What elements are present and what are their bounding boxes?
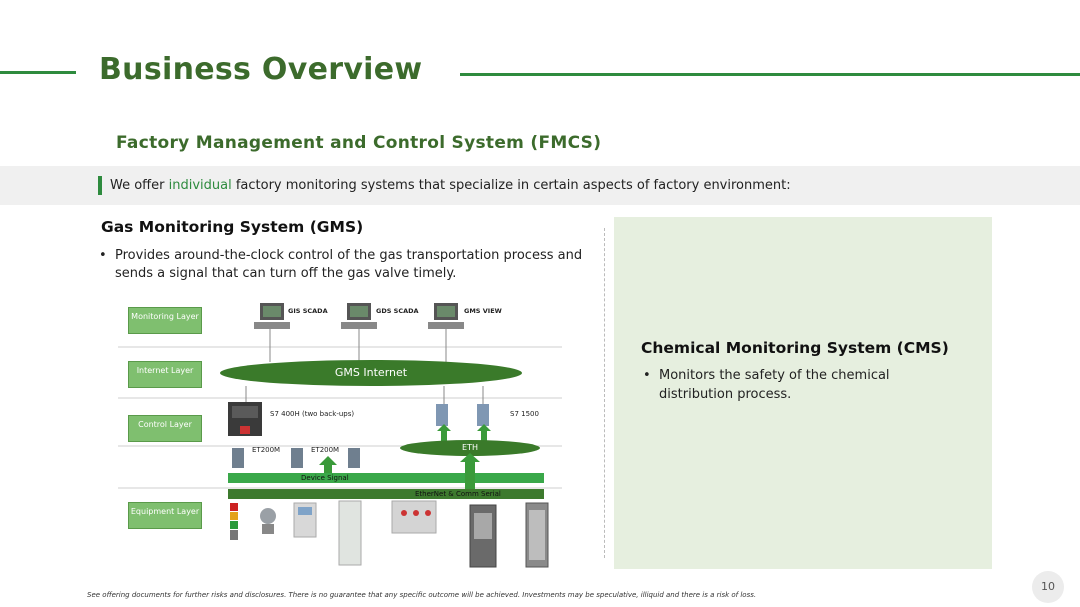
ethernet-bar	[228, 489, 544, 499]
gms-architecture-diagram: Monitoring Layer Internet Layer Control …	[118, 298, 568, 573]
gms-bullet-text: Provides around-the-clock control of the…	[115, 248, 583, 281]
cms-panel	[614, 217, 992, 569]
layer-monitoring: Monitoring Layer	[128, 307, 202, 334]
s7-1500-label: S7 1500	[510, 410, 539, 418]
title-rule-left	[0, 71, 76, 74]
cylinder-cabinet-icon	[525, 502, 549, 568]
bullet-marker: •	[99, 248, 107, 263]
offer-suffix: factory monitoring systems that speciali…	[231, 178, 791, 193]
cms-bullet: • Monitors the safety of the chemical di…	[643, 366, 963, 404]
layer-internet: Internet Layer	[128, 361, 202, 388]
s7-1500-module-icon	[436, 404, 448, 426]
cms-heading: Chemical Monitoring System (CMS)	[641, 339, 949, 357]
offer-highlight: individual	[168, 178, 232, 193]
device-signal-bar	[228, 473, 544, 483]
workstation-label: GIS SCADA	[288, 307, 328, 315]
gas-cabinet-icon	[469, 504, 497, 568]
workstation-icon	[254, 303, 290, 362]
layer-equipment: Equipment Layer	[128, 502, 202, 529]
up-arrow-icon	[319, 456, 337, 473]
up-arrow-icon	[437, 424, 451, 441]
gms-heading: Gas Monitoring System (GMS)	[101, 218, 364, 236]
gas-sensor-icon	[260, 508, 276, 534]
up-arrow-icon	[477, 424, 491, 441]
workstation-icon	[341, 303, 377, 362]
page-title: Business Overview	[99, 52, 423, 87]
et200m-module-icon	[232, 448, 244, 468]
section-subtitle: Factory Management and Control System (F…	[116, 133, 602, 153]
workstation-label: GMS VIEW	[464, 307, 502, 315]
workstation-icon	[428, 303, 464, 362]
et200m-label: ET200M	[252, 446, 281, 454]
up-arrow-icon	[460, 453, 480, 489]
cms-bullet-text: Monitors the safety of the chemical dist…	[659, 368, 890, 402]
offer-band	[0, 166, 1080, 205]
internet-oval	[220, 360, 522, 386]
footer-disclaimer: See offering documents for further risks…	[87, 591, 757, 599]
page-number: 10	[1032, 571, 1064, 603]
eth-oval	[400, 440, 540, 456]
s7-1500-module-icon	[477, 404, 489, 426]
cabinet-icon	[338, 500, 362, 566]
gms-bullet: • Provides around-the-clock control of t…	[99, 247, 589, 283]
controller-label: S7 400H (two back-ups)	[270, 410, 355, 418]
layer-control: Control Layer	[128, 415, 202, 442]
offer-statement: We offer individual factory monitoring s…	[110, 178, 791, 193]
workstation-label: GDS SCADA	[376, 307, 419, 315]
et200m-module-icon	[348, 448, 360, 468]
column-divider	[604, 228, 605, 558]
et200m-label: ET200M	[311, 446, 340, 454]
control-panel-icon	[391, 500, 437, 534]
ethernet-label: EtherNet & Comm Serial	[415, 490, 501, 498]
et200m-module-icon	[291, 448, 303, 468]
signal-tower-icon	[230, 503, 238, 540]
gas-detector-icon	[293, 502, 317, 538]
title-rule-right	[460, 73, 1080, 76]
offer-prefix: We offer	[110, 178, 169, 193]
bullet-marker: •	[643, 368, 651, 383]
diagram-graphics	[118, 303, 562, 568]
offer-accent-bar	[98, 176, 102, 195]
device-signal-label: Device Signal	[301, 474, 349, 482]
eth-label: ETH	[462, 443, 478, 452]
internet-label: GMS Internet	[334, 366, 408, 379]
